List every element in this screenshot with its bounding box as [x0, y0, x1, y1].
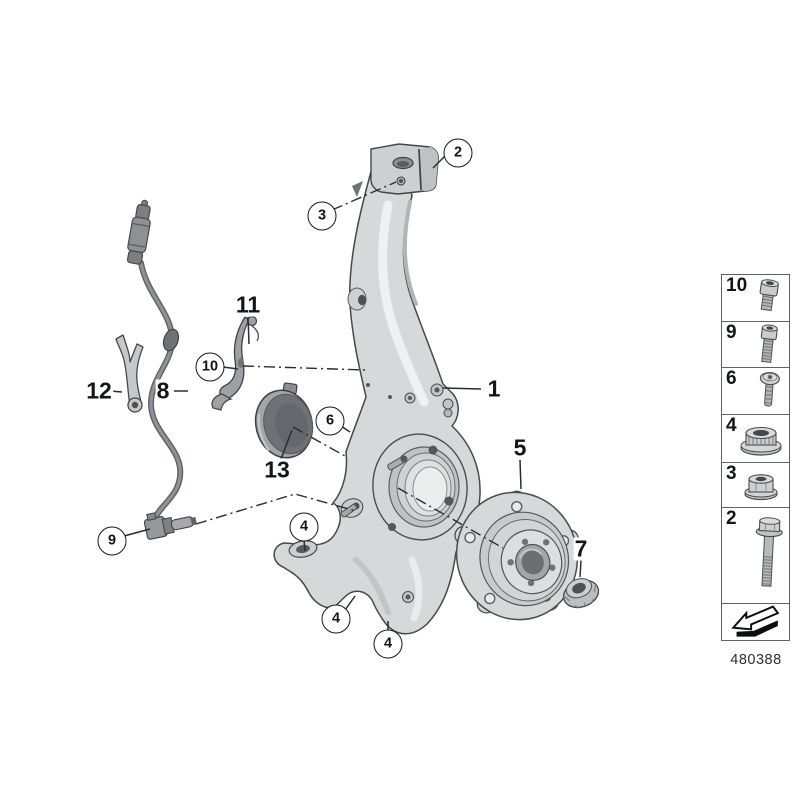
- abs-sensor-cable: [126, 199, 184, 520]
- holder-bracket: [115, 334, 144, 413]
- callout-4a[interactable]: 4: [289, 512, 319, 542]
- legend-row-4[interactable]: 4: [722, 415, 789, 463]
- axle-nut: [562, 578, 600, 609]
- callout-5[interactable]: 5: [512, 434, 528, 461]
- legend-row-6[interactable]: 6: [722, 368, 789, 415]
- cable-connector: [126, 199, 151, 265]
- socket-head-cap-screw-icon: [759, 279, 779, 312]
- legend-label-2: 2: [726, 508, 737, 529]
- callout-4c[interactable]: 4: [373, 629, 403, 659]
- hex-flange-bolt-icon: [755, 516, 783, 587]
- legend-row-2[interactable]: 2: [722, 508, 789, 604]
- callout-2[interactable]: 2: [443, 138, 473, 168]
- callout-1[interactable]: 1: [486, 375, 502, 402]
- fastener-legend: 10 9: [721, 274, 790, 641]
- legend-label-3: 3: [726, 463, 737, 484]
- callout-10[interactable]: 10: [195, 352, 225, 382]
- legend-row-9[interactable]: 9: [722, 322, 789, 368]
- legend-row-10[interactable]: 10: [722, 275, 789, 322]
- steering-knuckle: [273, 167, 481, 635]
- callout-6[interactable]: 6: [315, 406, 345, 436]
- wheel-bearing-hub: [454, 490, 579, 621]
- legend-label-9: 9: [726, 322, 737, 343]
- diagram-code: 480388: [730, 652, 782, 668]
- callout-13[interactable]: 13: [263, 456, 291, 483]
- legend-row-direction: [722, 604, 789, 640]
- legend-label-10: 10: [726, 275, 748, 296]
- collar-nut-icon: [739, 426, 782, 456]
- abs-sensor: [143, 512, 197, 540]
- dust-cap: [254, 382, 314, 459]
- callout-4b[interactable]: 4: [321, 604, 351, 634]
- legend-label-6: 6: [726, 368, 737, 389]
- legend-row-3[interactable]: 3: [722, 463, 789, 508]
- callout-7[interactable]: 7: [573, 535, 589, 562]
- legend-label-4: 4: [726, 415, 737, 436]
- callout-9[interactable]: 9: [97, 526, 127, 556]
- socket-head-cap-screw-icon: [760, 324, 778, 363]
- flange-screw: [387, 455, 408, 471]
- arrow-bottom-left-icon: [730, 605, 779, 637]
- axis-lines: [195, 181, 504, 549]
- leader-lines: [109, 155, 582, 631]
- hex-flange-nut-icon: [743, 474, 778, 501]
- callout-12[interactable]: 12: [85, 377, 113, 404]
- callout-8[interactable]: 8: [155, 377, 171, 404]
- torx-pan-head-screw-icon: [759, 371, 780, 407]
- clamp-boss: [370, 143, 439, 195]
- cable-grommet: [162, 328, 180, 352]
- callout-11[interactable]: 11: [234, 291, 262, 318]
- callout-3[interactable]: 3: [307, 201, 337, 231]
